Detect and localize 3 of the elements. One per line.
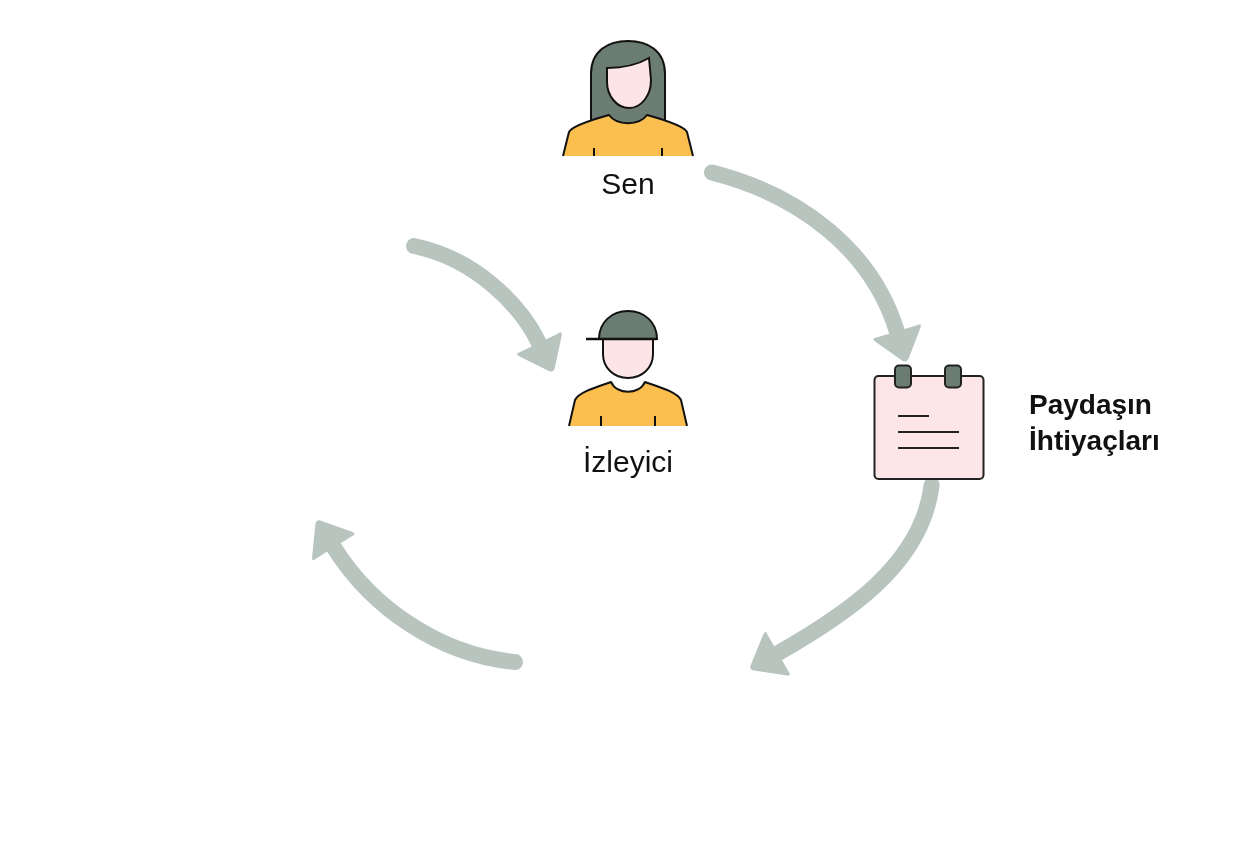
node-label: Sen: [601, 166, 655, 202]
node-label: İzleyici: [583, 444, 673, 480]
node-label: Paydaşın İhtiyaçları: [1029, 387, 1161, 458]
